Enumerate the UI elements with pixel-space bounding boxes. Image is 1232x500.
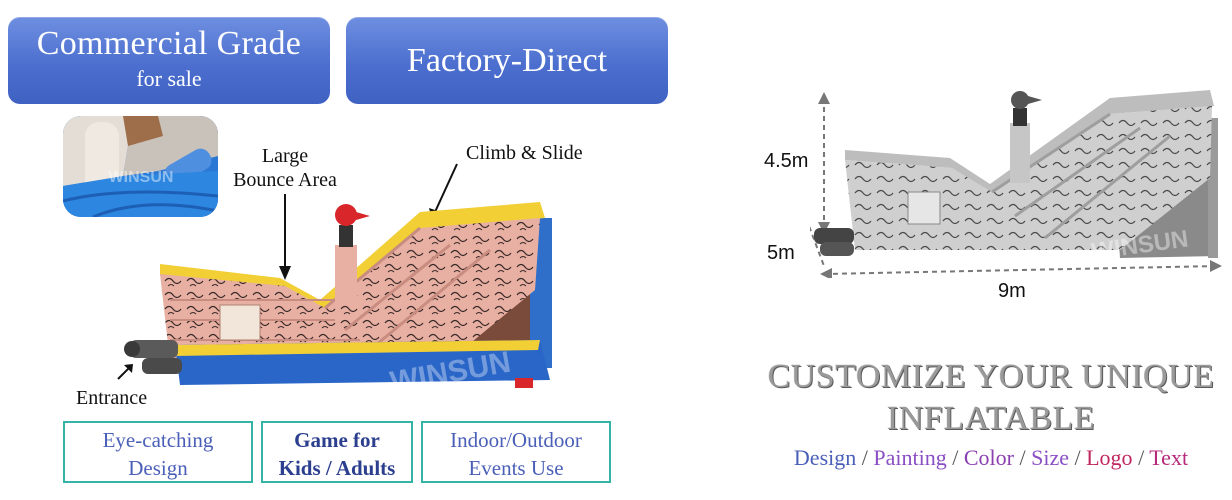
dimension-width: 5m [767, 242, 795, 264]
large-bounce-area-text: Large Bounce Area [233, 145, 337, 191]
option-size: Size [1031, 445, 1069, 470]
feature-game-kids-adults: Game for Kids / Adults [261, 421, 413, 483]
option-separator: / [946, 445, 964, 470]
inset-interior-illustration: WINSUN [63, 116, 218, 217]
feature-eye-catching-design: Eye-catching Design [63, 421, 253, 483]
commercial-grade-subtitle: for sale [136, 66, 202, 91]
factory-direct-title: Factory-Direct [406, 42, 608, 79]
large-bounce-area-label: Large Bounce Area [220, 144, 350, 192]
option-logo: Logo [1086, 445, 1133, 470]
dimension-height: 4.5m [764, 150, 809, 172]
commercial-grade-banner: Commercial Grade for sale [8, 17, 330, 104]
option-color: Color [963, 445, 1014, 470]
climb-slide-label: Climb & Slide [466, 142, 583, 164]
feature-line: Events Use [468, 456, 564, 480]
option-separator: / [1013, 445, 1032, 470]
option-separator: / [1132, 445, 1150, 470]
entrance-arrow-icon [117, 364, 133, 380]
option-separator: / [856, 445, 874, 470]
feature-line: Indoor/Outdoor [450, 428, 582, 452]
option-painting: Painting [873, 445, 947, 470]
customization-options: Design / Painting / Color / Size / Logo … [760, 444, 1222, 472]
bounce-area-arrow-icon [279, 194, 291, 280]
entrance-label: Entrance [76, 387, 148, 409]
inset-interior-photo: WINSUN [63, 116, 218, 217]
feature-line: Kids / Adults [278, 456, 396, 480]
option-design: Design [793, 445, 857, 470]
factory-direct-banner: Factory-Direct [346, 17, 668, 104]
option-separator: / [1068, 445, 1087, 470]
inset-watermark: WINSUN [109, 169, 174, 186]
feature-indoor-outdoor-events: Indoor/Outdoor Events Use [421, 421, 611, 483]
customize-headline-line1: CUSTOMIZE YOUR UNIQUE [767, 358, 1215, 395]
feature-line: Game for [294, 428, 380, 452]
pirate-ship-inflatable-illustration: WINSUN [124, 202, 552, 390]
feature-line: Eye-catching [102, 428, 214, 452]
commercial-grade-title: Commercial Grade [36, 25, 302, 62]
customize-headline-line2: INFLATABLE [886, 400, 1096, 437]
feature-line: Design [128, 456, 188, 480]
option-text: Text [1149, 445, 1189, 470]
dimension-ship-illustration: WINSUN [810, 90, 1222, 278]
dimension-length: 9m [998, 280, 1026, 302]
